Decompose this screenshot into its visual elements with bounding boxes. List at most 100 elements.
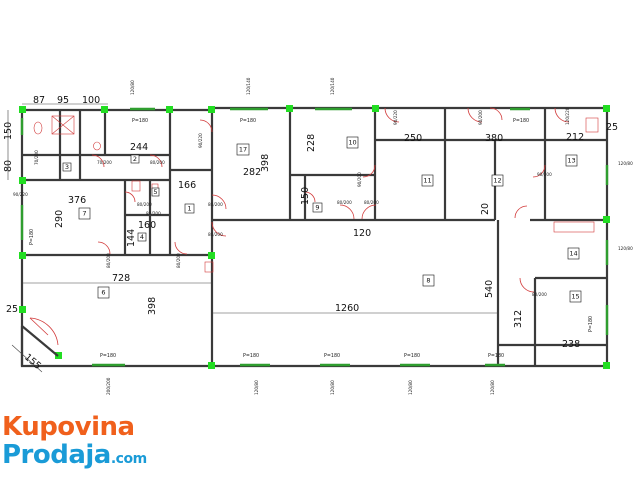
dim-250: 250 <box>404 133 422 144</box>
logo-suffix: .com <box>110 451 147 467</box>
dimensions: 87 95 100 244 166 282 398 228 150 120 25… <box>3 95 618 372</box>
room-15: 15 <box>571 293 579 301</box>
doors <box>91 107 570 293</box>
room-3: 3 <box>65 163 69 171</box>
door-size: 80/200 <box>146 211 161 216</box>
window-label: P=180 <box>404 353 420 359</box>
window-size: 120/140 <box>330 77 335 95</box>
dim-150a: 150 <box>300 187 311 205</box>
dim-95: 95 <box>57 95 69 106</box>
door-size: 80/200 <box>137 202 152 207</box>
door-size: 90/220 <box>13 192 28 197</box>
dim-376: 376 <box>68 195 86 206</box>
window-size: 120/80 <box>490 380 495 395</box>
dimension-lines <box>7 103 498 373</box>
window-size-labels: 120/80 120/140 120/140 120/80 120/80 120… <box>106 77 633 395</box>
windows <box>20 107 609 367</box>
door-size: 80/200 <box>208 202 223 207</box>
entrance-bay <box>21 317 59 357</box>
window-label: P=180 <box>588 316 594 332</box>
dim-100: 100 <box>82 95 100 106</box>
window-size: 120/80 <box>408 380 413 395</box>
door-size: 90/200 <box>478 110 483 125</box>
logo-line-1: Kupovina <box>2 412 135 442</box>
window-label: P=180 <box>488 353 504 359</box>
door-size: 90/220 <box>393 110 398 125</box>
dim-155: 155 <box>22 352 43 372</box>
dim-244: 244 <box>130 142 148 153</box>
door-size: 80/200 <box>364 200 379 205</box>
dim-282: 282 <box>243 167 261 178</box>
dim-150b: 150 <box>3 122 14 140</box>
door-size: 80/200 <box>150 160 165 165</box>
room-10: 10 <box>348 139 356 147</box>
door-size: 80/200 <box>532 292 547 297</box>
window-size: 120/80 <box>254 380 259 395</box>
room-8: 8 <box>426 277 430 285</box>
dim-166: 166 <box>178 180 196 191</box>
kupovina-prodaja-logo: Kupovina Prodaja.com <box>2 412 162 472</box>
window-size: 120/80 <box>618 161 633 166</box>
room-17: 17 <box>239 146 247 154</box>
window-size: 120/80 <box>618 246 633 251</box>
window-label: P=180 <box>240 118 256 124</box>
door-labels: 70/200 70/200 80/200 90/220 90/220 80/20… <box>13 107 570 297</box>
room-5: 5 <box>153 188 157 196</box>
dim-238: 238 <box>562 339 580 350</box>
door-size: 70/200 <box>97 160 112 165</box>
dim-87: 87 <box>33 95 45 106</box>
door-size: 120/220 <box>565 107 570 125</box>
dim-290: 290 <box>54 210 65 228</box>
columns <box>19 105 610 369</box>
door-size: 70/200 <box>34 150 39 165</box>
window-size: 120/80 <box>130 80 135 95</box>
room-labels: 3 2 1 7 4 5 6 17 10 9 11 12 13 8 14 15 <box>62 136 582 303</box>
window-labels: P=180 P=180 P=180 P=180 P=180 P=180 P=18… <box>29 118 594 359</box>
logo-line-2: Prodaja.com <box>2 440 147 470</box>
window-label: P=180 <box>513 118 529 124</box>
dim-1260: 1260 <box>335 303 359 314</box>
dim-228: 228 <box>306 134 317 152</box>
room-12: 12 <box>493 177 501 185</box>
dim-160: 160 <box>138 220 156 231</box>
window-size: 200/200 <box>106 377 111 395</box>
room-7: 7 <box>82 210 86 218</box>
room-11: 11 <box>423 177 431 185</box>
dim-312: 312 <box>513 310 524 328</box>
dim-212: 212 <box>566 132 584 143</box>
door-size: 80/200 <box>176 253 181 268</box>
dim-540: 540 <box>484 280 495 298</box>
fixtures <box>33 115 599 273</box>
dim-398a: 398 <box>260 154 271 172</box>
door-size: 80/200 <box>208 232 223 237</box>
dim-20: 20 <box>480 203 491 215</box>
logo-line-2-text: Prodaja <box>2 440 111 470</box>
window-label: P=180 <box>100 353 116 359</box>
window-size: 120/80 <box>330 380 335 395</box>
window-label: P=180 <box>132 118 148 124</box>
room-9: 9 <box>315 204 319 212</box>
room-13: 13 <box>567 157 575 165</box>
dim-144: 144 <box>126 229 137 247</box>
dim-728: 728 <box>112 273 130 284</box>
door-size: 90/220 <box>198 133 203 148</box>
door-size: 80/200 <box>337 200 352 205</box>
door-size: 90/200 <box>357 172 362 187</box>
dim-25b: 25 <box>6 304 18 315</box>
room-4: 4 <box>140 233 144 241</box>
dim-398b: 398 <box>147 297 158 315</box>
room-2: 2 <box>133 155 137 163</box>
dim-380: 380 <box>485 133 503 144</box>
room-6: 6 <box>101 289 105 297</box>
dim-25a: 25 <box>606 122 618 133</box>
window-label: P=180 <box>324 353 340 359</box>
dim-120: 120 <box>353 228 371 239</box>
door-size: 90/200 <box>537 172 552 177</box>
window-size: 120/140 <box>246 77 251 95</box>
window-label: P=180 <box>29 229 35 245</box>
door-size: 80/200 <box>106 253 111 268</box>
dim-80: 80 <box>3 160 14 172</box>
window-label: P=180 <box>243 353 259 359</box>
room-1: 1 <box>187 205 191 213</box>
